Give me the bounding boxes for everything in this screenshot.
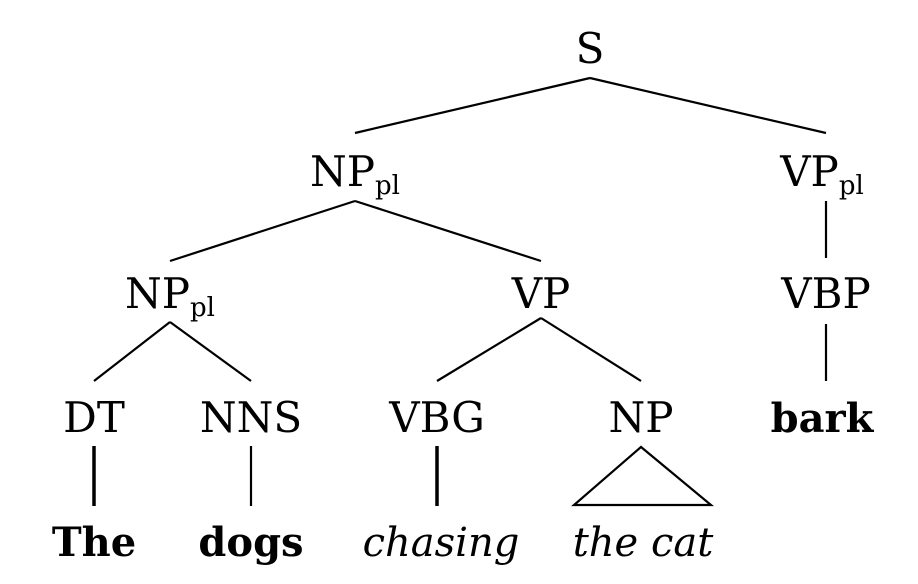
np-triangle — [571, 445, 715, 507]
node-np-pl-inner: NPpl — [125, 269, 215, 323]
edge-s-vp-pl — [589, 76, 827, 135]
node-vbp: VBP — [780, 269, 870, 318]
node-np: NP — [608, 393, 673, 442]
edge-np-pl-vp — [354, 199, 542, 263]
edge-s-np-pl — [354, 76, 591, 135]
node-s: S — [576, 24, 605, 73]
word-the-cat: the cat — [573, 520, 714, 566]
node-np-pl: NPpl — [310, 147, 400, 201]
edge-np-pl-np-pl-inner — [169, 199, 356, 263]
node-vp-pl: VPpl — [779, 147, 864, 201]
word-bark: bark — [771, 395, 875, 442]
node-vbg: VBG — [388, 393, 485, 442]
word-dogs: dogs — [198, 519, 303, 566]
word-the: The — [52, 519, 136, 566]
node-vp: VP — [511, 269, 571, 318]
edge-vp-np — [540, 317, 642, 382]
node-nns: NNS — [200, 393, 302, 442]
edge-np-pl-inner-dt — [93, 321, 171, 382]
edge-np-pl-inner-nns — [169, 321, 252, 382]
edge-vp-vbg — [436, 317, 542, 382]
word-chasing: chasing — [363, 520, 520, 566]
node-dt: DT — [63, 393, 125, 442]
